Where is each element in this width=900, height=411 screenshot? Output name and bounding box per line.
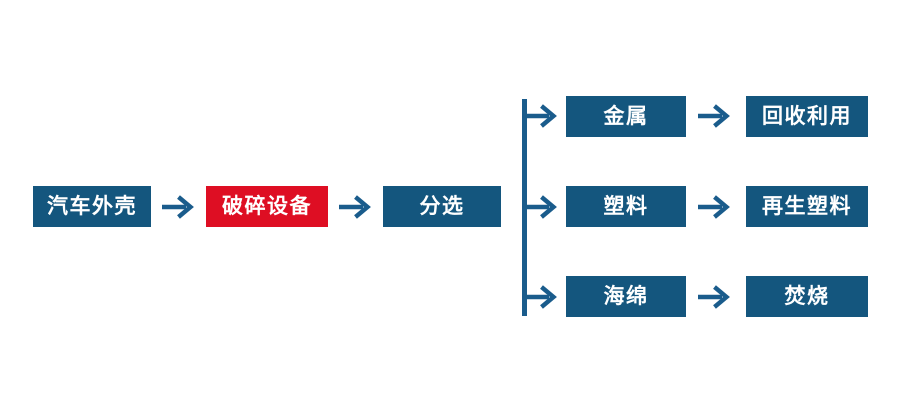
node-incineration: 焚烧 <box>746 276 868 317</box>
branch-arrow-icon <box>525 195 557 219</box>
flow-arrow-icon <box>162 195 194 219</box>
branch-arrow-icon <box>525 285 557 309</box>
flow-arrow-icon <box>698 104 730 128</box>
node-plastic: 塑料 <box>566 186 686 227</box>
branch-arrow-icon <box>525 104 557 128</box>
flow-arrow-icon <box>339 195 371 219</box>
node-sponge: 海绵 <box>566 276 686 317</box>
node-regenerated-plastic: 再生塑料 <box>746 186 868 227</box>
node-sorting: 分选 <box>383 186 501 227</box>
node-car-shell: 汽车外壳 <box>33 186 151 227</box>
node-crusher: 破碎设备 <box>206 186 328 227</box>
branch-connector-line <box>522 99 527 316</box>
node-metal: 金属 <box>566 96 686 137</box>
flow-arrow-icon <box>698 195 730 219</box>
flow-arrow-icon <box>698 285 730 309</box>
node-recycle-reuse: 回收利用 <box>746 96 868 137</box>
